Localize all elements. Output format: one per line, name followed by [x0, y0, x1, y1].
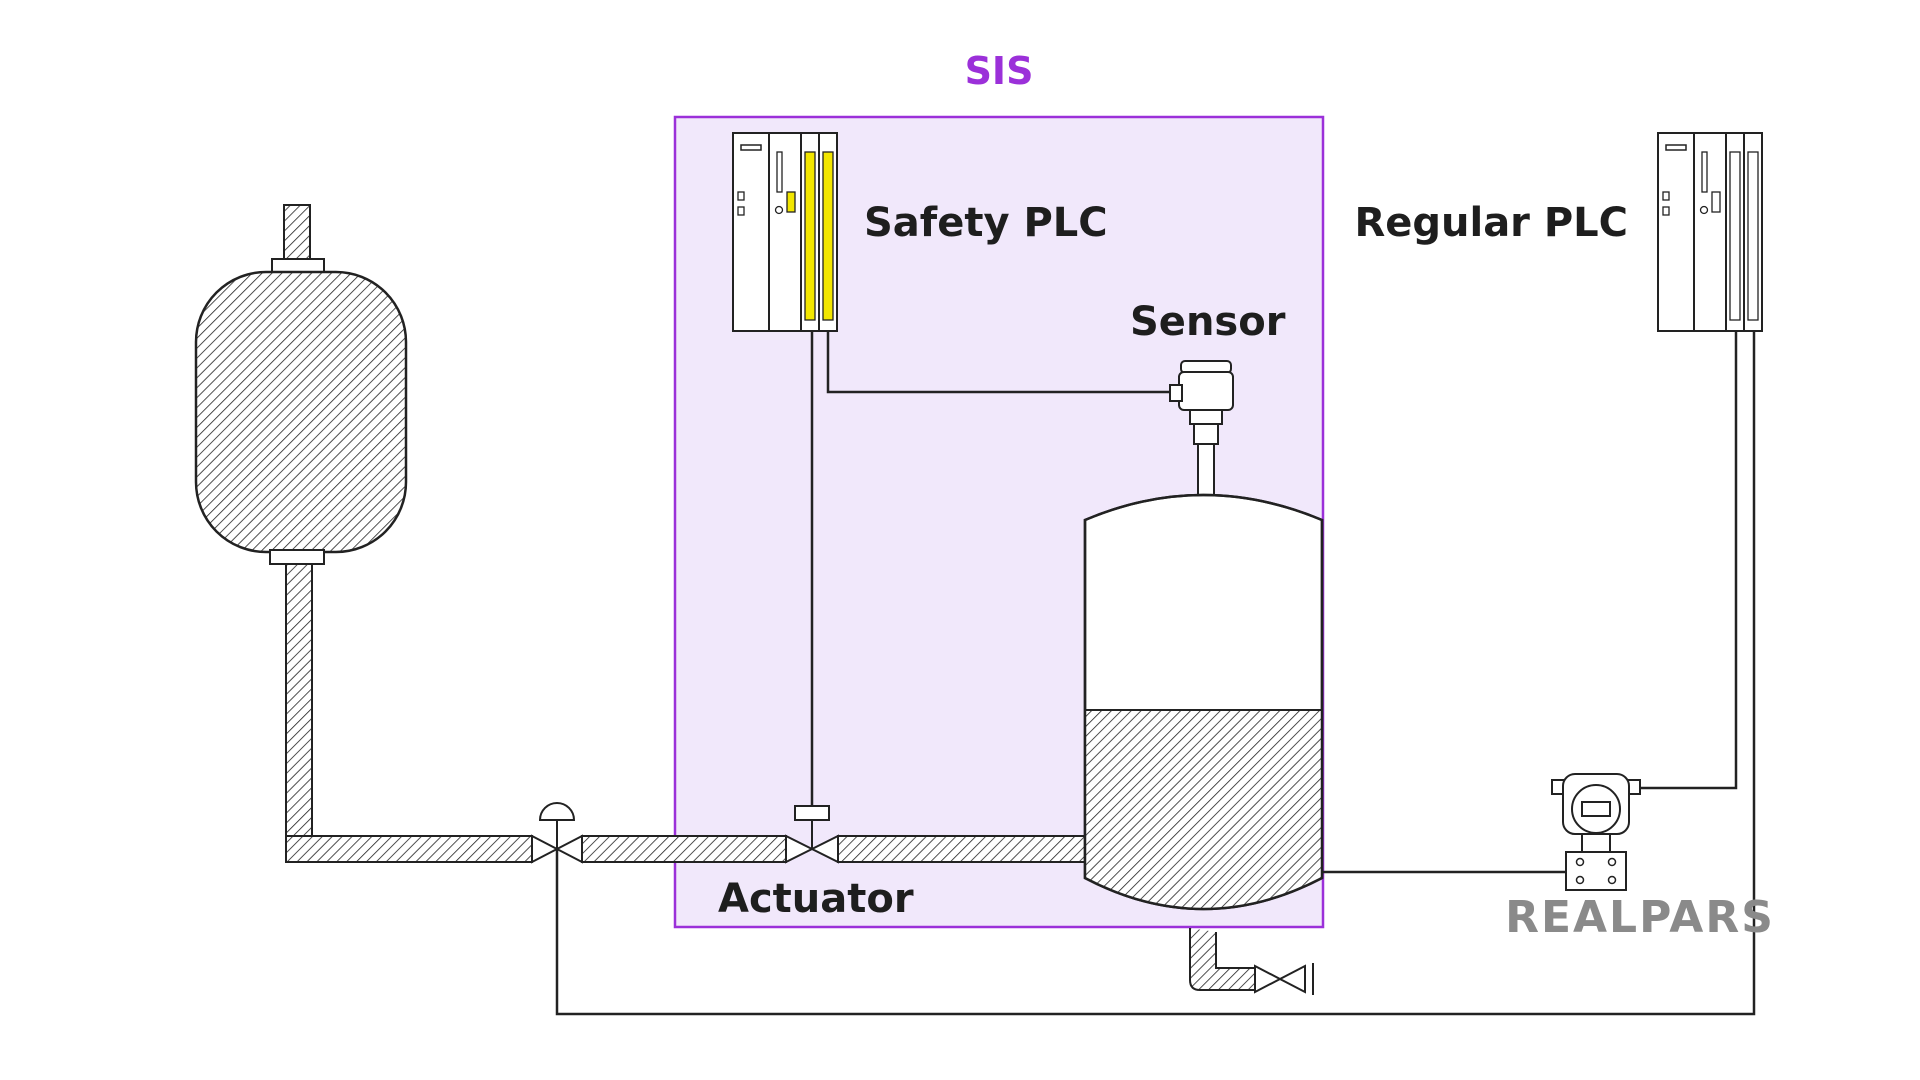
- regular-plc-label: Regular PLC: [1354, 200, 1628, 246]
- actuator-label: Actuator: [718, 876, 914, 922]
- actuator-valve: [785, 805, 839, 864]
- sensor-label: Sensor: [1130, 299, 1286, 345]
- level-sensor: [1169, 360, 1234, 497]
- regular-plc: [1657, 132, 1763, 332]
- process-pipe: [285, 563, 1089, 863]
- process-tank: [1083, 493, 1324, 995]
- safety-signal-wires: [810, 331, 1170, 806]
- safety-plc: [732, 132, 838, 332]
- regular-signal-wires: [555, 331, 1756, 1016]
- pressure-transmitter: [1551, 773, 1641, 891]
- sis-title: SIS: [965, 49, 1034, 93]
- safety-plc-label: Safety PLC: [864, 200, 1108, 246]
- control-valve: [531, 802, 583, 864]
- feed-vessel: [194, 204, 408, 565]
- realpars-logo: REALPARS: [1505, 892, 1775, 943]
